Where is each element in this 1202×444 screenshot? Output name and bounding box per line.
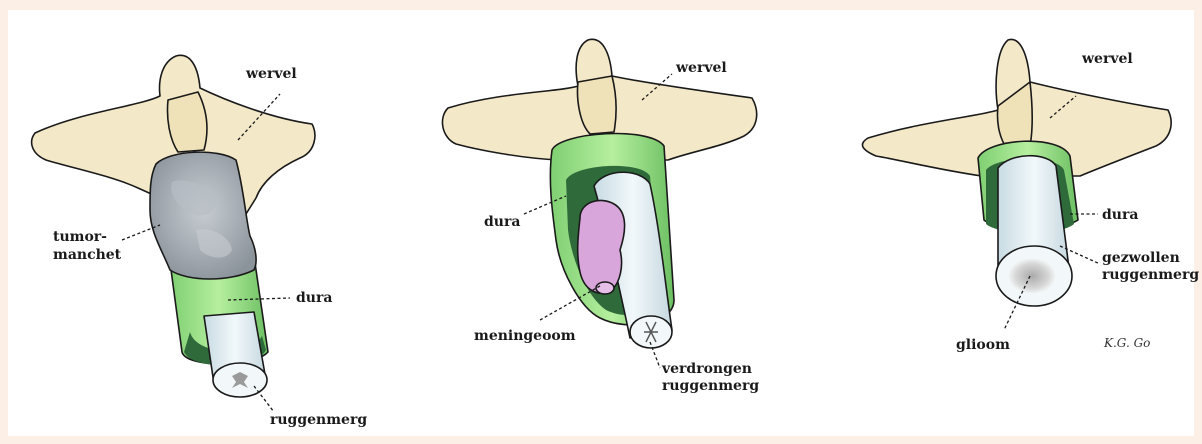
label-tumor-line2: manchet [53,247,122,263]
spinous-process-1 [167,92,206,152]
label-gezwollen-line2: ruggenmerg [1102,267,1199,283]
label-gezwollen-line1: gezwollen [1102,250,1180,266]
label-wervel-1: wervel [245,66,297,82]
figure-1-tumor-cuff [32,55,315,397]
label-ruggenmerg-1: ruggenmerg [270,412,367,428]
label-verdrongen-line2: ruggenmerg [662,378,759,394]
label-dura-3: dura [1102,207,1138,223]
figure-2-meningioma [442,39,756,348]
glioma [1008,258,1056,294]
artist-signature: K.G. Go [1103,336,1150,350]
spinous-process-2 [578,76,617,134]
meningioma-base [596,282,614,294]
label-dura-1: dura [296,290,332,306]
label-glioom: glioom [956,337,1010,353]
label-verdrongen-line1: verdrongen [661,361,752,377]
meningioma [578,200,625,293]
label-wervel-2: wervel [675,60,727,76]
label-wervel-3: wervel [1081,51,1133,67]
label-dura-2: dura [484,214,520,230]
label-meningeoom: meningeoom [474,328,576,344]
label-tumor-line1: tumor- [53,229,107,245]
